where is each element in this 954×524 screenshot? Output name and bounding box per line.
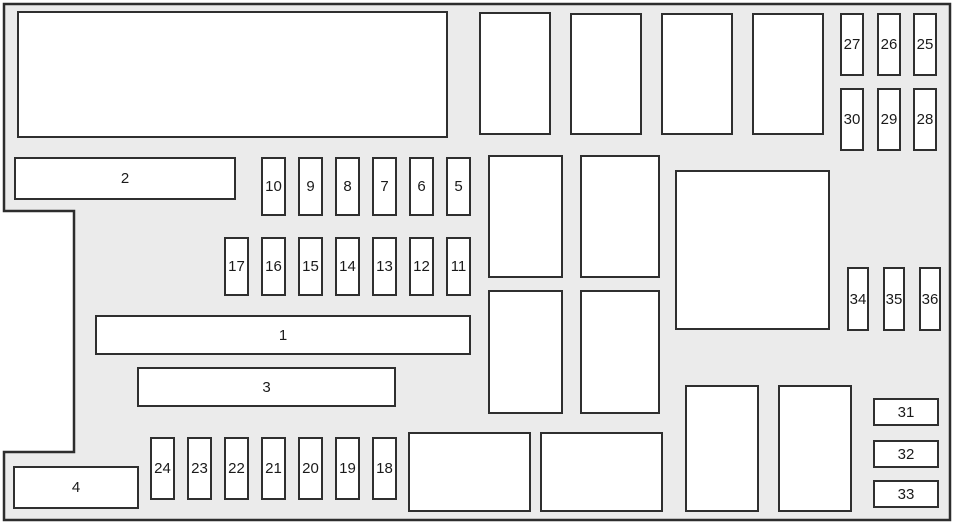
fuse-25: 25: [913, 13, 937, 76]
fuse-17: 17: [224, 237, 249, 296]
unlabeled-box-1: [17, 11, 448, 138]
fuse-20: 20: [298, 437, 323, 500]
fuse-27: 27: [840, 13, 864, 76]
fuse-8: 8: [335, 157, 360, 216]
fuse-21: 21: [261, 437, 286, 500]
fuse-35: 35: [883, 267, 905, 331]
fuse-7: 7: [372, 157, 397, 216]
fuse-18: 18: [372, 437, 397, 500]
unlabeled-box-6: [488, 155, 563, 278]
unlabeled-box-3: [570, 13, 642, 135]
unlabeled-box-8: [488, 290, 563, 414]
fuse-19: 19: [335, 437, 360, 500]
fuse-4: 4: [13, 466, 139, 509]
unlabeled-box-13: [685, 385, 759, 512]
fuse-22: 22: [224, 437, 249, 500]
fuse-14: 14: [335, 237, 360, 296]
fuse-10: 10: [261, 157, 286, 216]
fuse-36: 36: [919, 267, 941, 331]
fuse-33: 33: [873, 480, 939, 508]
unlabeled-box-2: [479, 12, 551, 135]
fuse-34: 34: [847, 267, 869, 331]
fuse-1: 1: [95, 315, 471, 355]
fuse-29: 29: [877, 88, 901, 151]
fuse-16: 16: [261, 237, 286, 296]
fuse-6: 6: [409, 157, 434, 216]
fuse-2: 2: [14, 157, 236, 200]
fuse-13: 13: [372, 237, 397, 296]
fuse-28: 28: [913, 88, 937, 151]
fuse-12: 12: [409, 237, 434, 296]
fuse-3: 3: [137, 367, 396, 407]
fuse-23: 23: [187, 437, 212, 500]
unlabeled-box-12: [540, 432, 663, 512]
fuse-26: 26: [877, 13, 901, 76]
fuse-15: 15: [298, 237, 323, 296]
unlabeled-box-5: [752, 13, 824, 135]
fuse-24: 24: [150, 437, 175, 500]
fuse-32: 32: [873, 440, 939, 468]
unlabeled-box-9: [580, 290, 660, 414]
unlabeled-box-14: [778, 385, 852, 512]
fuse-30: 30: [840, 88, 864, 151]
fuse-5: 5: [446, 157, 471, 216]
fuse-31: 31: [873, 398, 939, 426]
unlabeled-box-4: [661, 13, 733, 135]
fuse-9: 9: [298, 157, 323, 216]
unlabeled-box-11: [408, 432, 531, 512]
unlabeled-box-10: [675, 170, 830, 330]
fuse-11: 11: [446, 237, 471, 296]
unlabeled-box-7: [580, 155, 660, 278]
